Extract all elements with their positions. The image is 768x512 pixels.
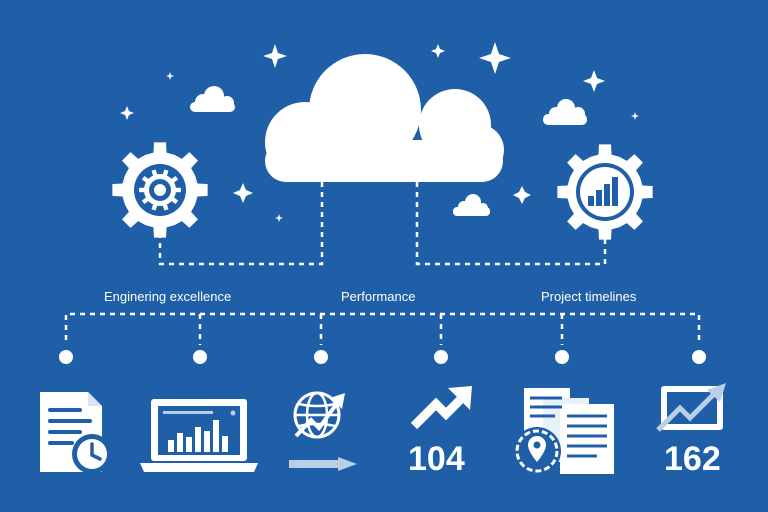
label-engineering-excellence: Enginering excellence	[104, 289, 232, 304]
upward-arrow-icon	[410, 386, 472, 430]
sparkle-icon	[275, 214, 283, 222]
connectors	[64, 182, 701, 345]
metric-value-upward: 104	[408, 440, 465, 478]
gear-chart-bar	[612, 177, 618, 206]
node-dot	[59, 350, 73, 364]
node-dot	[314, 350, 328, 364]
gear-icon	[112, 142, 208, 238]
sparkles	[120, 42, 639, 222]
small-cloud-icon	[190, 86, 235, 112]
gear-bar-chart-icon	[557, 144, 653, 240]
sparkle-icon	[263, 44, 287, 68]
document-clock-icon	[40, 392, 112, 474]
pen-icon	[289, 457, 357, 471]
sparkle-icon	[631, 112, 639, 120]
sparkle-icon	[431, 44, 445, 58]
laptop-chart-icon	[140, 399, 258, 472]
trend-chart-icon	[656, 383, 726, 432]
connector-cloud-right	[415, 182, 607, 266]
small-clouds	[190, 86, 587, 216]
documents-location-icon	[513, 388, 614, 475]
sparkle-icon	[166, 72, 174, 80]
gear-chart-bar	[588, 196, 594, 206]
sparkle-icon	[233, 183, 253, 203]
gear-chart-bar	[604, 184, 610, 206]
sparkle-icon	[513, 186, 531, 204]
connector-bus	[64, 312, 701, 340]
label-performance: Performance	[341, 289, 416, 304]
node-dot	[434, 350, 448, 364]
node-dot	[555, 350, 569, 364]
cloud-icon	[265, 54, 504, 182]
sparkle-icon	[479, 42, 511, 74]
small-cloud-icon	[543, 99, 587, 125]
metric-value-trend: 162	[664, 440, 721, 478]
connector-cloud-left	[158, 182, 324, 266]
node-dot	[692, 350, 706, 364]
sparkle-icon	[120, 106, 134, 120]
sparkle-icon	[583, 70, 605, 92]
node-dots	[59, 350, 706, 364]
gear-chart-bar	[596, 190, 602, 206]
node-dot	[193, 350, 207, 364]
small-cloud-icon	[453, 194, 490, 216]
label-project-timelines: Project timelines	[541, 289, 637, 304]
globe-arrow-icon	[289, 391, 357, 471]
